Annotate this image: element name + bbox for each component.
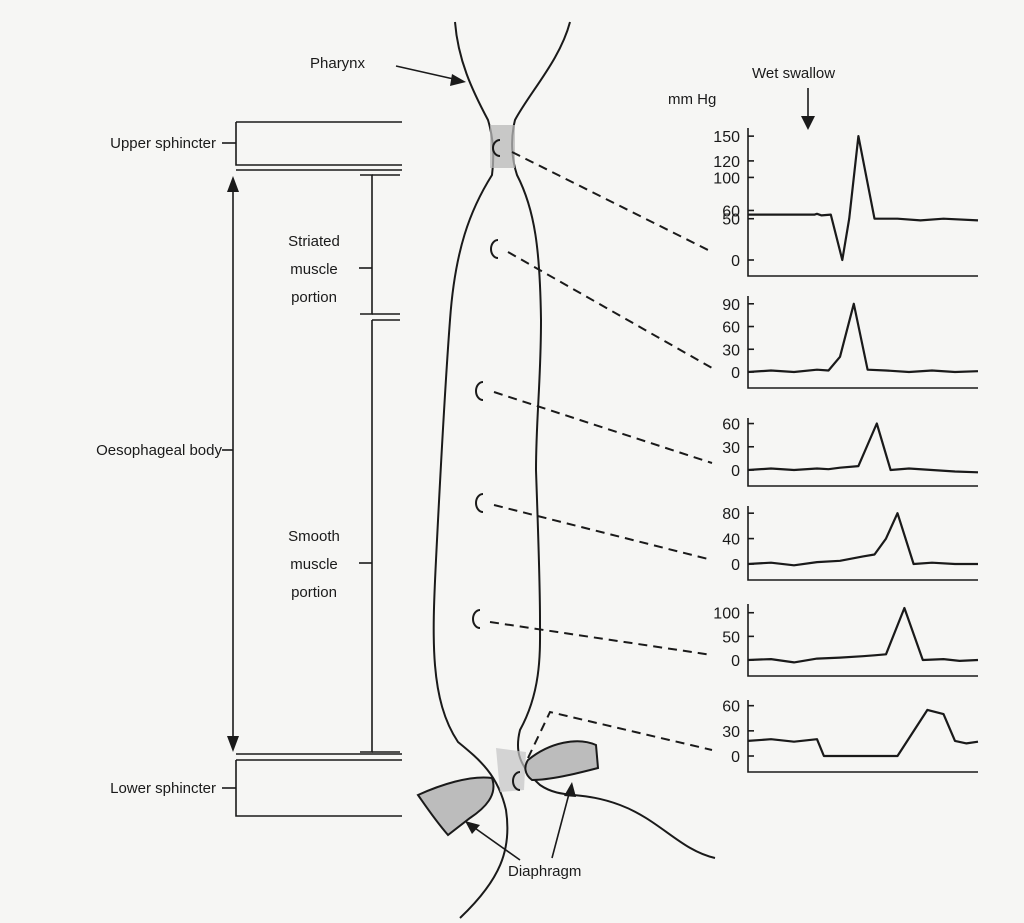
y-tick-label: 0	[731, 557, 740, 574]
y-tick-label: 100	[713, 606, 740, 623]
trace-axis	[747, 296, 978, 389]
y-tick-label: 0	[731, 653, 740, 670]
y-tick-label: 0	[731, 253, 740, 270]
y-tick-label: 120	[713, 154, 740, 171]
sensor-1	[492, 139, 501, 157]
trace-axis	[747, 418, 978, 487]
sensor-6	[512, 771, 521, 791]
sensor-4	[475, 493, 484, 513]
upper-sphincter-label: Upper sphincter	[110, 135, 216, 152]
sensor-2	[490, 239, 499, 259]
y-tick-label: 150	[713, 129, 740, 146]
trace-panel-4: 0 40 80	[722, 506, 978, 581]
pressure-trace-3	[747, 422, 979, 474]
y-tick-label: 30	[722, 724, 740, 741]
y-tick-label: 50	[722, 629, 740, 646]
diaphragm-arrows	[465, 782, 576, 861]
y-tick-label: 0	[731, 463, 740, 480]
pressure-trace-4	[747, 512, 978, 567]
y-tick-label: 30	[722, 342, 740, 359]
striated-label-line-1: Striated	[288, 233, 340, 250]
trace-panel-3: 0 30 60	[722, 417, 979, 487]
diaphragm-left-crus	[416, 776, 495, 837]
y-tick-label: 30	[722, 440, 740, 457]
pressure-trace-2	[747, 302, 979, 374]
wet-swallow-arrow	[801, 88, 815, 130]
y-tick-label: 60	[722, 699, 740, 716]
y-tick-label: 80	[722, 506, 740, 523]
y-tick-label: 60	[722, 417, 740, 434]
trace-panel-2: 0 30 60 90	[722, 296, 979, 389]
diaphragm-label: Diaphragm	[508, 863, 581, 880]
trace-axis	[747, 128, 978, 277]
lower-sphincter-label: Lower sphincter	[110, 780, 216, 797]
manometry-traces: 0506010012015003060900306004080050100030…	[713, 128, 979, 773]
oesophageal-body-label: Oesophageal body	[96, 442, 222, 459]
sensor-3	[475, 381, 484, 401]
y-tick-label: 40	[722, 532, 740, 549]
diaphragm-right-crus	[524, 740, 600, 782]
trace-axis	[747, 506, 978, 581]
trace-panel-6: 0 30 60	[722, 699, 979, 773]
y-tick-label: 60	[722, 203, 740, 220]
striated-label-line-2: muscle	[290, 261, 338, 278]
anatomy-scale	[222, 121, 402, 817]
smooth-label-line-3: portion	[291, 584, 337, 601]
pressure-trace-1	[748, 135, 979, 262]
striated-label-line-3: portion	[291, 289, 337, 306]
pressure-trace-6	[747, 708, 979, 758]
trace-panel-5: 0 50 100	[713, 604, 979, 677]
y-tick-label: 60	[722, 320, 740, 337]
y-tick-label: 0	[731, 365, 740, 382]
y-tick-label: 50	[722, 212, 740, 229]
y-tick-label: 0	[731, 749, 740, 766]
y-tick-label: 90	[722, 297, 740, 314]
unit-label: mm Hg	[668, 91, 716, 108]
trace-axis	[747, 700, 978, 773]
pressure-trace-5	[747, 606, 979, 664]
smooth-label-line-1: Smooth	[288, 528, 340, 545]
pharynx-arrow	[395, 65, 466, 86]
pressure-sensors	[472, 139, 521, 791]
pharynx-label: Pharynx	[310, 55, 366, 72]
connector-lines	[489, 151, 713, 759]
wet-swallow-label: Wet swallow	[752, 65, 835, 82]
smooth-label-line-2: muscle	[290, 556, 338, 573]
y-tick-label: 100	[713, 170, 740, 187]
sensor-5	[472, 609, 481, 629]
trace-axis	[747, 604, 978, 677]
